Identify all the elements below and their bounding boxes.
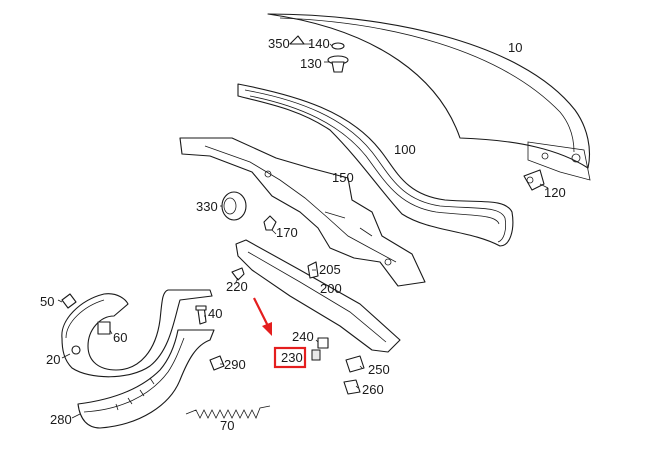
clip-350-part[interactable] xyxy=(289,35,305,45)
label-120[interactable]: 120 xyxy=(544,185,566,200)
label-280[interactable]: 280 xyxy=(50,412,72,427)
label-240[interactable]: 240 xyxy=(292,329,314,344)
label-150[interactable]: 150 xyxy=(332,170,354,185)
hinge-cover-part[interactable] xyxy=(77,329,215,429)
label-130[interactable]: 130 xyxy=(300,56,322,71)
label-40[interactable]: 40 xyxy=(208,306,222,321)
label-200[interactable]: 200 xyxy=(320,281,342,296)
bolt-40-part[interactable] xyxy=(195,305,207,325)
spring-part[interactable] xyxy=(185,405,271,419)
label-20[interactable]: 20 xyxy=(46,352,60,367)
trunk-lid-part[interactable] xyxy=(267,13,591,181)
part-labels: 350 140 10 130 100 150 120 330 170 205 2… xyxy=(40,36,566,433)
label-230[interactable]: 230 xyxy=(281,350,303,365)
seal-part[interactable] xyxy=(237,83,514,247)
lower-trim-strip-part[interactable] xyxy=(235,239,401,353)
bracket-60-part[interactable] xyxy=(97,321,111,335)
label-350[interactable]: 350 xyxy=(268,36,290,51)
clip-290-part[interactable] xyxy=(209,355,225,371)
label-220[interactable]: 220 xyxy=(226,279,248,294)
leader-lines xyxy=(57,43,549,419)
clip-260-part[interactable] xyxy=(343,379,361,395)
washer-140-part[interactable] xyxy=(331,42,345,50)
clip-240-part[interactable] xyxy=(317,337,329,349)
inner-trim-panel-part[interactable] xyxy=(179,137,426,287)
label-70[interactable]: 70 xyxy=(220,418,234,433)
label-50[interactable]: 50 xyxy=(40,294,54,309)
label-60[interactable]: 60 xyxy=(113,330,127,345)
label-10[interactable]: 10 xyxy=(508,40,522,55)
label-100[interactable]: 100 xyxy=(394,142,416,157)
clip-220-part[interactable] xyxy=(231,267,245,281)
clip-250-part[interactable] xyxy=(345,355,365,373)
label-205[interactable]: 205 xyxy=(319,262,341,277)
label-170[interactable]: 170 xyxy=(276,225,298,240)
label-250[interactable]: 250 xyxy=(368,362,390,377)
label-260[interactable]: 260 xyxy=(362,382,384,397)
hinge-arm-part[interactable] xyxy=(61,289,213,378)
clip-230-part[interactable] xyxy=(311,349,321,361)
clip-50-part[interactable] xyxy=(61,293,77,309)
highlight-box xyxy=(273,346,307,369)
bumper-130-part[interactable] xyxy=(327,55,349,73)
label-330[interactable]: 330 xyxy=(196,199,218,214)
label-140[interactable]: 140 xyxy=(308,36,330,51)
clip-170-part[interactable] xyxy=(263,215,277,231)
label-290[interactable]: 290 xyxy=(224,357,246,372)
latch-120-part[interactable] xyxy=(523,169,545,191)
highlight-arrow xyxy=(253,297,272,336)
grommet-330-part[interactable] xyxy=(221,191,247,221)
